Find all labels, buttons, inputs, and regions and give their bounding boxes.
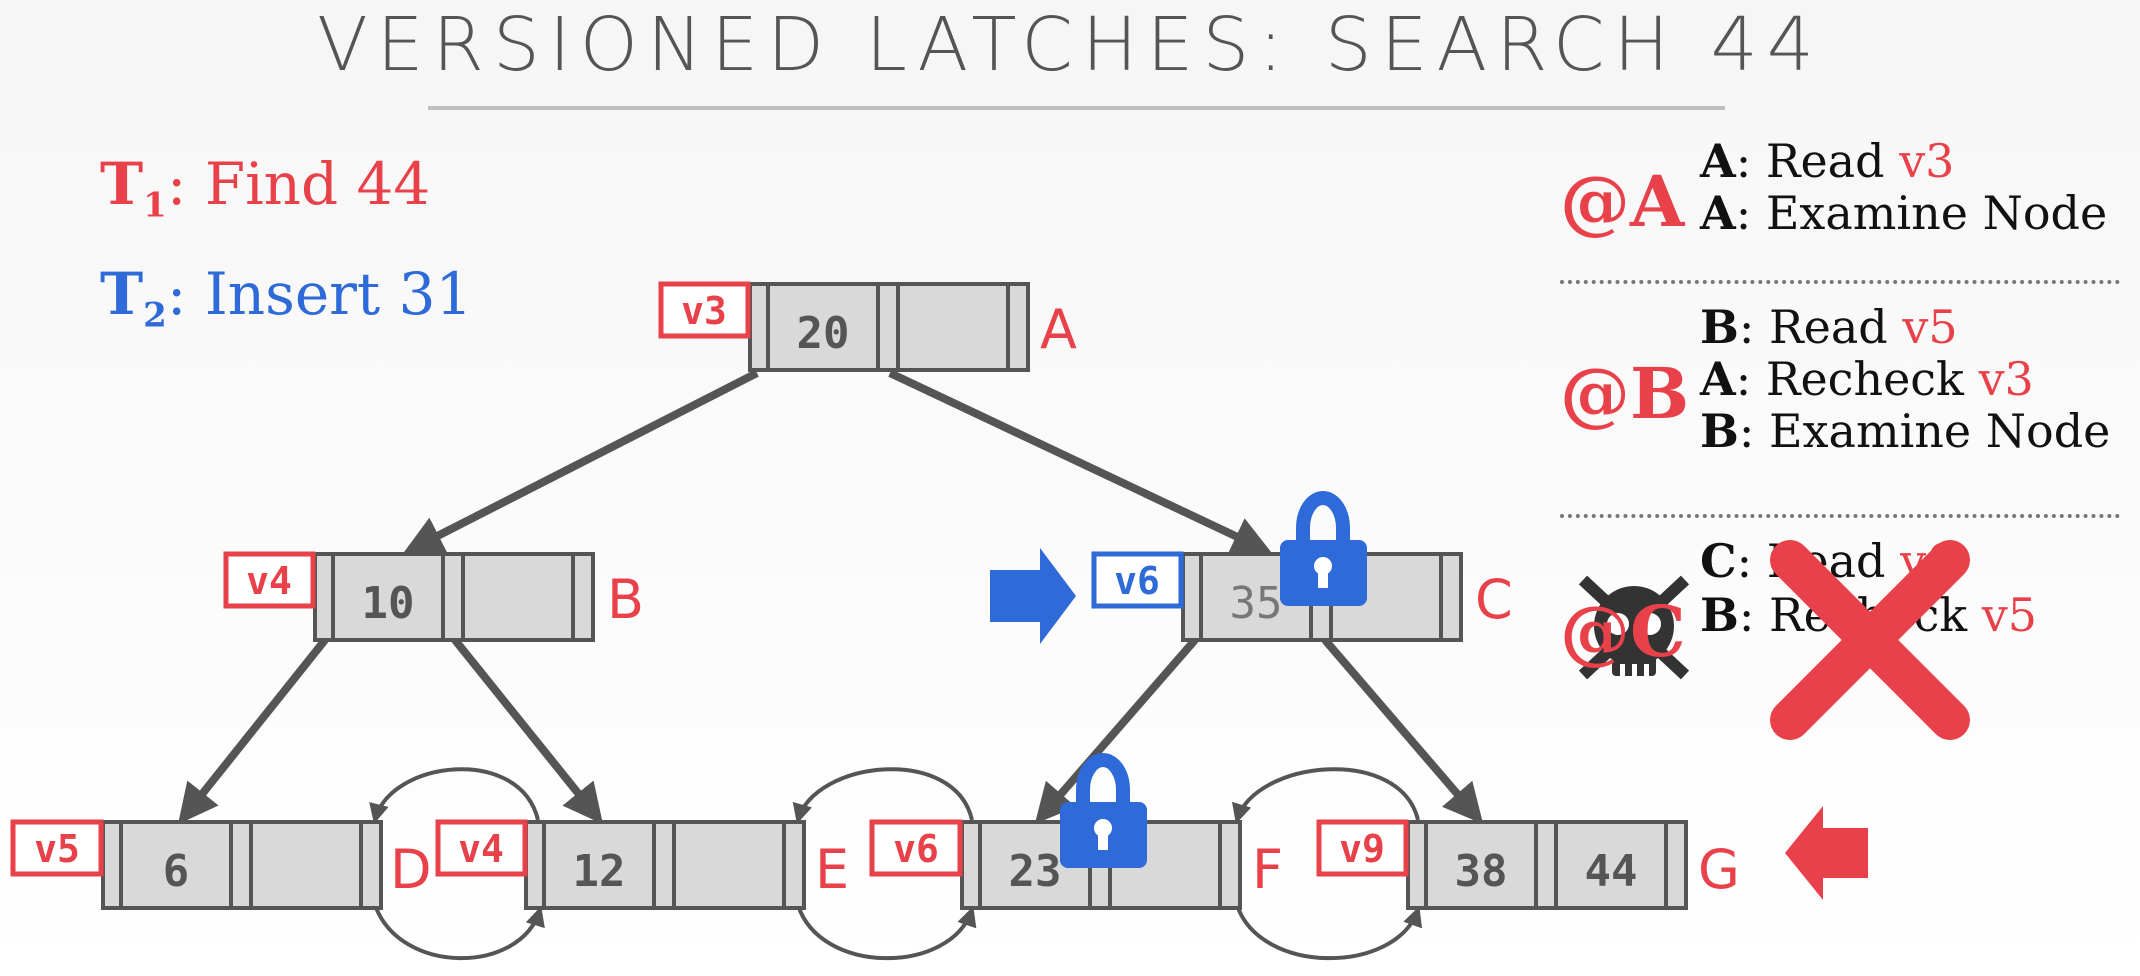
edge-a-c xyxy=(888,369,1273,555)
txn-sub: 1 xyxy=(143,185,167,226)
node-a: 20 v3 A xyxy=(658,281,1077,372)
node-d: 6 v5 D xyxy=(10,819,432,910)
version-tag: v3 xyxy=(681,289,727,333)
lock-icon xyxy=(1060,753,1147,868)
version-tag: v6 xyxy=(1114,559,1160,603)
node-key: 38 xyxy=(1455,846,1508,897)
node-e: 12 v4 E xyxy=(435,819,849,910)
transaction-t2: T2: Insert 31 xyxy=(100,260,472,336)
node-key: 10 xyxy=(362,578,415,629)
node-label: C xyxy=(1475,568,1513,631)
version-tag: v5 xyxy=(34,827,80,871)
right-arrow-icon xyxy=(990,548,1076,644)
node-key: 20 xyxy=(797,308,850,359)
txn-sub: 2 xyxy=(143,295,167,336)
transaction-t1: T1: Find 44 xyxy=(100,150,430,226)
step-b-label: @B xyxy=(1560,352,1690,435)
txn-name: T xyxy=(100,260,144,328)
left-arrow-icon xyxy=(1785,806,1868,900)
node-key: 23 xyxy=(1009,846,1062,897)
node-key: 6 xyxy=(163,846,190,897)
step-a-label: @A xyxy=(1560,160,1685,243)
link-d-e-top xyxy=(369,767,540,824)
version-tag: v9 xyxy=(1339,827,1385,871)
link-e-f-bottom xyxy=(796,904,977,961)
txn-action: : Find 44 xyxy=(166,150,431,218)
edge-a-b xyxy=(402,369,759,554)
link-e-f-top xyxy=(792,767,974,824)
version-tag: v6 xyxy=(893,827,939,871)
version-tag: v4 xyxy=(458,827,504,871)
txn-name: T xyxy=(100,150,144,218)
node-label: F xyxy=(1252,838,1283,901)
step-divider xyxy=(1560,514,2120,518)
node-label: D xyxy=(390,838,432,901)
step-b-line-1: B: Read v5 xyxy=(1700,300,1958,354)
sibling-links xyxy=(369,767,1423,961)
link-d-e-bottom xyxy=(373,904,545,961)
node-key: 44 xyxy=(1585,846,1638,897)
step-c-label: @C xyxy=(1560,590,1686,673)
step-divider xyxy=(1560,280,2120,284)
edge-c-g xyxy=(1321,637,1484,825)
link-f-g-bottom xyxy=(1235,904,1423,961)
node-g: 38 44 v9 G xyxy=(1316,819,1740,910)
txn-action: : Insert 31 xyxy=(166,260,473,328)
edge-b-d xyxy=(178,637,329,825)
node-key: 35 xyxy=(1230,578,1283,629)
version-tag: v4 xyxy=(246,559,292,603)
node-label: E xyxy=(815,838,849,901)
node-b: 10 v4 B xyxy=(223,551,644,642)
page-title: VERSIONED LATCHES: SEARCH 44 xyxy=(317,2,1823,88)
edge-c-f xyxy=(1034,637,1199,825)
step-a-line-2: A: Examine Node xyxy=(1700,186,2108,240)
node-label: A xyxy=(1040,298,1077,361)
node-label: G xyxy=(1698,838,1740,901)
title-divider xyxy=(428,106,1725,110)
abort-x-icon xyxy=(1770,540,1970,740)
step-b-line-2: A: Recheck v3 xyxy=(1700,352,2034,406)
node-key: 12 xyxy=(573,846,626,897)
edge-b-e xyxy=(451,637,604,825)
skull-icon xyxy=(1578,575,1690,680)
tree-edges xyxy=(178,369,1484,825)
step-b-line-3: B: Examine Node xyxy=(1700,404,2111,458)
link-f-g-top xyxy=(1232,767,1420,824)
node-label: B xyxy=(607,568,644,631)
lock-icon xyxy=(1280,491,1367,606)
step-a-line-1: A: Read v3 xyxy=(1700,134,1955,188)
node-c: 35 v6 C xyxy=(1091,551,1513,642)
